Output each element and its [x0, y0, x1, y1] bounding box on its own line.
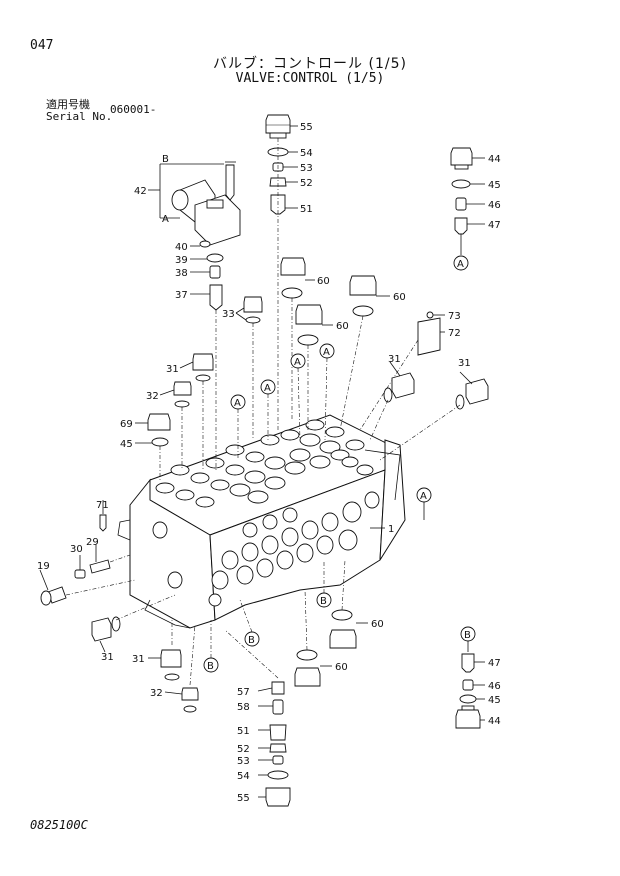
callout-44: 44 — [488, 154, 501, 165]
callout-38: 38 — [175, 268, 188, 279]
callout-31-c: 31 — [166, 364, 179, 375]
ref-a-2: A — [323, 347, 330, 358]
callout-40: 40 — [175, 242, 188, 253]
serial-label-japanese: 適用号機 — [46, 98, 90, 111]
callout-71: 71 — [96, 500, 109, 511]
callout-31-e: 31 — [132, 654, 145, 665]
callout-51-bottom: 51 — [237, 726, 250, 737]
callout-37: 37 — [175, 290, 188, 301]
reference-circles: A A A A A B B B — [203, 343, 432, 673]
plugs-31-32-bottom: 31 32 — [132, 620, 199, 713]
callout-52: 52 — [300, 178, 313, 189]
serial-label-english: Serial No. — [46, 110, 113, 123]
valve-body-block — [117, 414, 406, 629]
callout-60-e: 60 — [335, 662, 348, 673]
ref-b-bottom-right: B — [464, 630, 471, 641]
ref-b-3: B — [207, 661, 214, 672]
ref-b-solenoid: B — [162, 154, 169, 165]
plugs-31-32-left: 31 32 — [146, 353, 214, 470]
plugs-60-bottom: 60 60 — [294, 559, 384, 687]
ref-a-4: A — [234, 398, 241, 409]
callout-60-b: 60 — [393, 292, 406, 303]
callout-60-c: 60 — [336, 321, 349, 332]
ref-a-top-right: A — [457, 259, 464, 270]
callout-44-bottom: 44 — [488, 716, 501, 727]
callout-1: 1 — [388, 524, 394, 535]
front-face-ports — [208, 491, 380, 607]
title-japanese: バルブ：コントロール (1/5) — [213, 56, 407, 72]
plug-69: 69 45 — [120, 413, 171, 480]
callout-53: 53 — [300, 163, 313, 174]
callout-31-a: 31 — [388, 354, 401, 365]
top-center-parts: 55 54 53 52 51 — [265, 114, 313, 430]
callout-33: 33 — [222, 309, 235, 320]
callout-60-d: 60 — [371, 619, 384, 630]
callout-55-bottom: 55 — [237, 793, 250, 804]
cover-72-73: 73 72 — [359, 311, 461, 431]
title-english: VALVE:CONTROL (1/5) — [235, 71, 385, 86]
ref-a-3: A — [264, 383, 271, 394]
callout-54-bottom: 54 — [237, 771, 250, 782]
ref-a-5: A — [420, 491, 427, 502]
callout-46: 46 — [488, 200, 501, 211]
ref-b-2: B — [248, 635, 255, 646]
callout-29: 29 — [86, 537, 99, 548]
callout-53-bottom: 53 — [237, 756, 250, 767]
callout-57: 57 — [237, 687, 250, 698]
callout-30: 30 — [70, 544, 83, 555]
parts-33: 33 — [222, 296, 263, 440]
callout-42: 42 — [134, 186, 147, 197]
page-number: 047 — [30, 38, 54, 53]
callout-60-a: 60 — [317, 276, 330, 287]
ref-a-solenoid: A — [162, 214, 169, 225]
callout-69: 69 — [120, 419, 133, 430]
left-side-parts: 71 30 29 19 — [37, 500, 136, 606]
callout-51: 51 — [300, 204, 313, 215]
callout-54: 54 — [300, 148, 313, 159]
callout-45: 45 — [488, 180, 501, 191]
parts-40-37: 40 39 38 37 — [175, 240, 224, 470]
top-right-parts: A 44 45 46 47 — [450, 147, 501, 271]
top-face-bores — [155, 419, 374, 508]
solenoid-valve-assembly: B A 42 — [134, 154, 241, 246]
callout-32-b: 32 — [150, 688, 163, 699]
left-face-port — [152, 521, 168, 539]
callout-32-a: 32 — [146, 391, 159, 402]
callout-31-b: 31 — [458, 358, 471, 369]
left-face-port — [167, 571, 183, 589]
bottom-center-parts: 57 58 51 52 53 54 55 — [224, 629, 291, 807]
plugs-60-top: 60 60 60 — [280, 257, 406, 431]
callout-39: 39 — [175, 255, 188, 266]
plugs-31-right: 31 31 — [369, 354, 489, 461]
callout-46-bottom: 46 — [488, 681, 501, 692]
ref-a-1: A — [294, 357, 301, 368]
drawing-code: 0825100C — [30, 818, 88, 832]
callout-58: 58 — [237, 702, 250, 713]
ref-b-1: B — [320, 596, 327, 607]
callout-73: 73 — [448, 311, 461, 322]
callout-72: 72 — [448, 328, 461, 339]
callout-47: 47 — [488, 220, 501, 231]
bottom-right-parts: B 47 46 45 44 — [455, 626, 501, 729]
callout-45-left: 45 — [120, 439, 133, 450]
callout-55: 55 — [300, 122, 313, 133]
callout-47-bottom: 47 — [488, 658, 501, 669]
callout-19: 19 — [37, 561, 50, 572]
callout-52-bottom: 52 — [237, 744, 250, 755]
serial-number-range: 060001- — [110, 103, 157, 116]
callout-45-bottom: 45 — [488, 695, 501, 706]
callout-31-d: 31 — [101, 652, 114, 663]
plug-31-bottom-left: 31 — [91, 594, 176, 663]
